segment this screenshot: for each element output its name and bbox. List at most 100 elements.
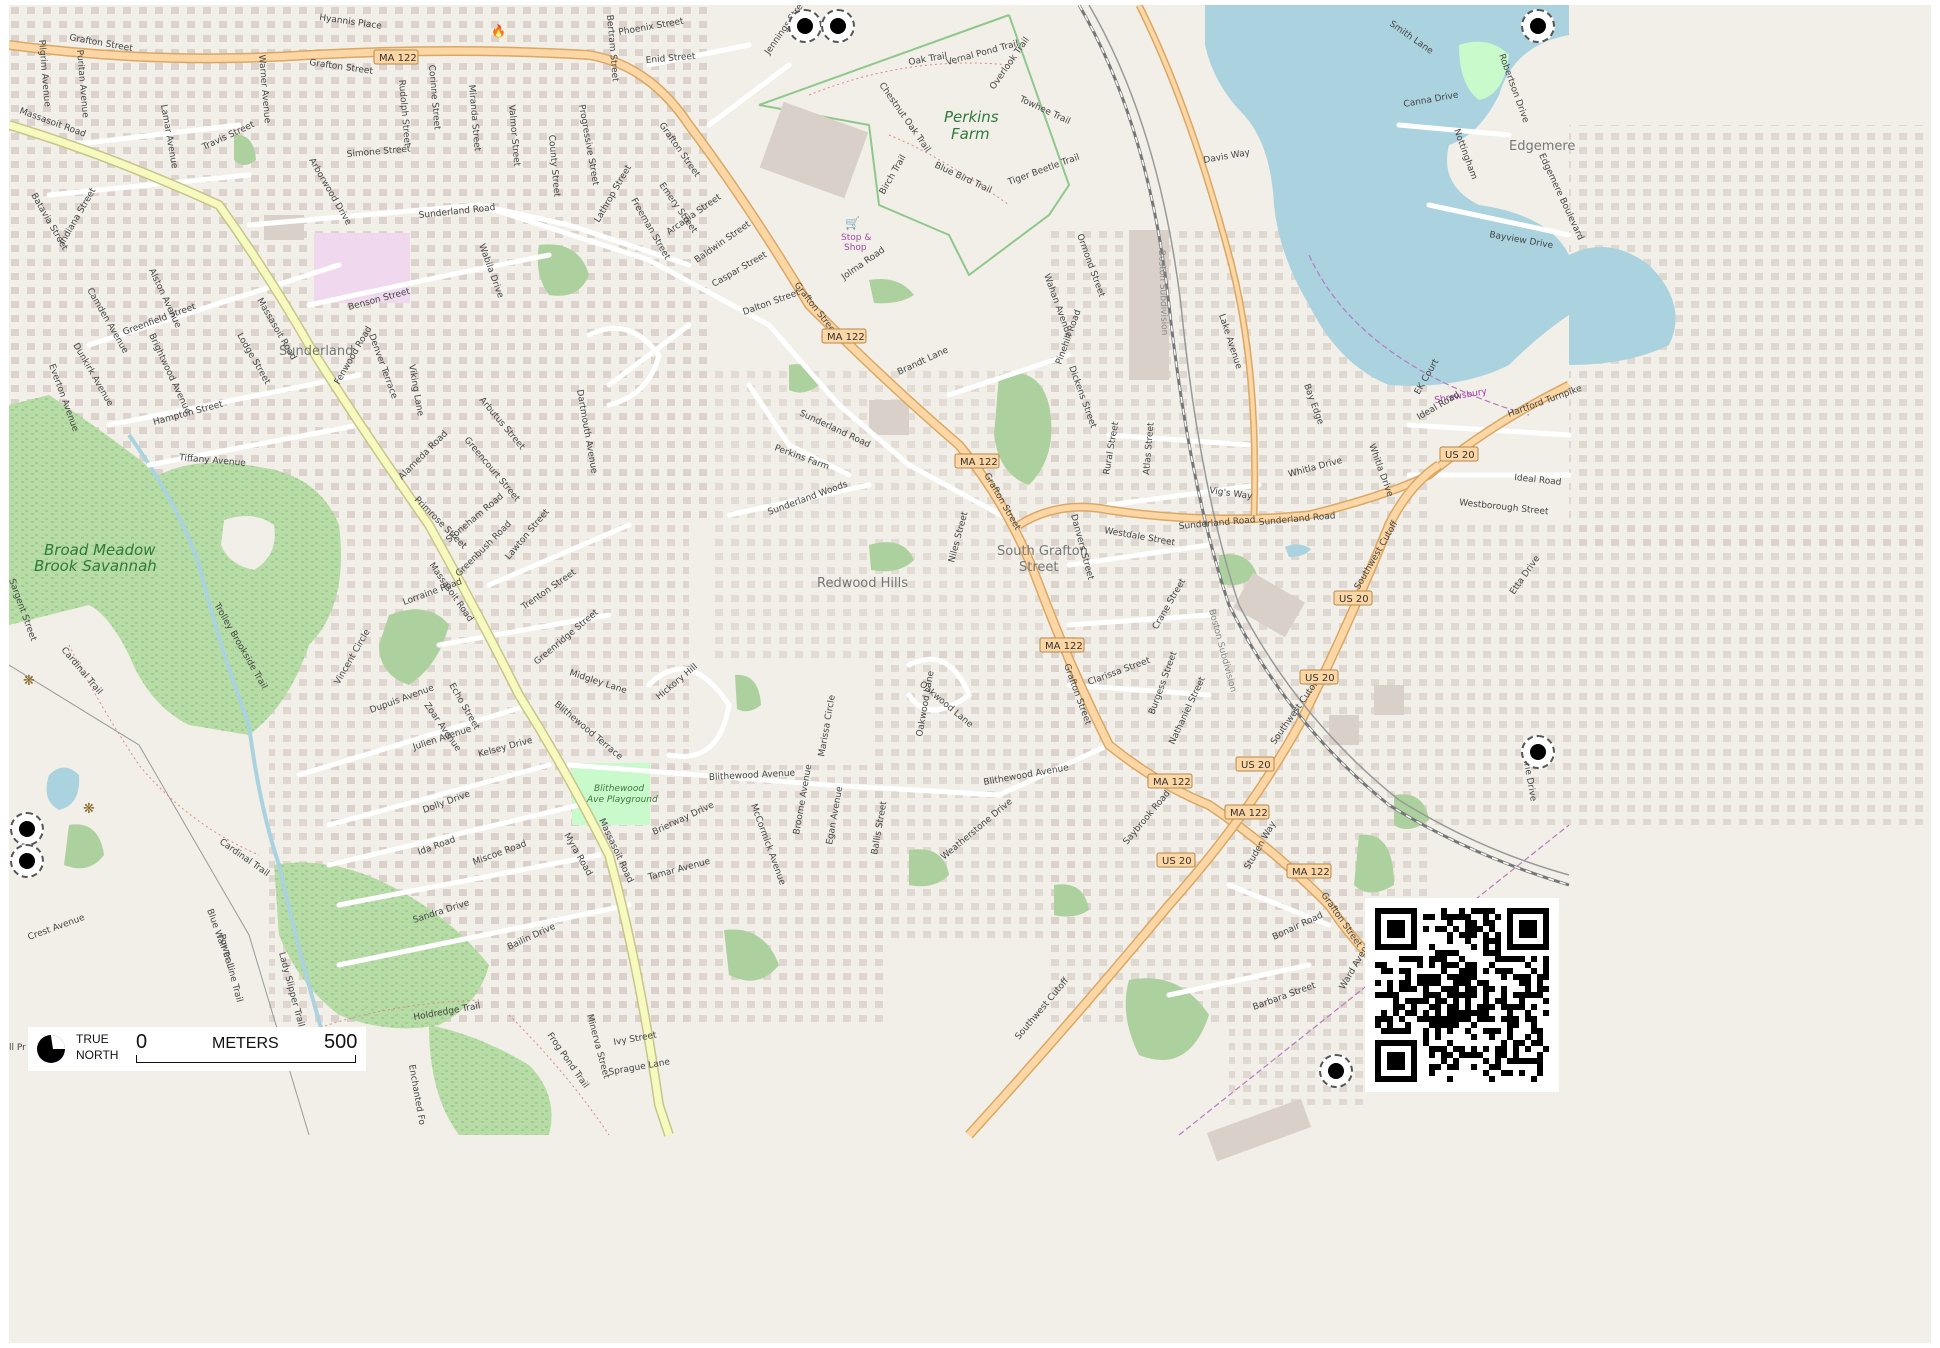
warehouse-6	[1329, 715, 1359, 745]
qr-code	[1365, 898, 1559, 1092]
wood-patch-13	[234, 134, 256, 165]
scale-bar	[136, 1055, 356, 1063]
wood-patch-2	[537, 244, 589, 296]
residential-streets	[46, 42, 1572, 998]
map-marker[interactable]	[1521, 9, 1555, 43]
shield-ma122-4: MA 122	[1039, 637, 1085, 653]
svg-text:MA 122: MA 122	[379, 53, 417, 64]
railway-spur	[1088, 5, 1570, 876]
residential-area-se	[1429, 525, 1929, 825]
map-canvas[interactable]: Perkins Farm Broad Meadow Brook Savannah…	[9, 5, 1931, 1343]
poi-playground: Blithewood	[594, 784, 644, 794]
north-label-line2: NORTH	[76, 1048, 119, 1062]
lake-avenue-fill	[1137, 5, 1257, 516]
place-broad-meadow-2: Brook Savannah	[34, 557, 157, 575]
town-boundary-south	[1178, 824, 1570, 1136]
map-svg[interactable]: Perkins Farm Broad Meadow Brook Savannah…	[9, 5, 1931, 1343]
poi-stop-shop: Stop &	[841, 233, 871, 243]
svg-text:US 20: US 20	[1241, 760, 1271, 771]
warehouse-5	[1374, 685, 1404, 715]
scale-end-label: 500	[324, 1031, 358, 1053]
trail-holdredge	[278, 999, 480, 1046]
svg-text:US 20: US 20	[1339, 594, 1369, 605]
route-shields: MA 122 MA 122 MA 122 MA 122 MA 122 MA 12…	[373, 49, 1479, 879]
place-edgemere: Edgemere	[1509, 139, 1575, 154]
trail-frog-pond	[508, 1014, 610, 1136]
qr-code-graphic	[1375, 908, 1549, 1082]
place-perkins-farm-2: Farm	[951, 125, 990, 143]
town-boundary-east	[1308, 254, 1530, 416]
label-ideal-road: Ideal Road	[1514, 473, 1562, 488]
lake-water-east	[1569, 247, 1676, 365]
edgemere-park	[1459, 41, 1509, 100]
stop-shop-building	[759, 101, 869, 199]
north-arrow-icon	[37, 1035, 65, 1063]
shield-us20-3: US 20	[1299, 669, 1339, 685]
map-marker[interactable]	[1521, 735, 1555, 769]
lake-water	[1205, 5, 1569, 386]
warehouse-7	[1206, 1098, 1312, 1162]
wood-patch-10	[1125, 978, 1209, 1060]
label-enid-street: Enid Street	[645, 52, 696, 66]
broad-meadow-clearing	[221, 516, 275, 570]
rail-label: Boston Subdivision	[1156, 250, 1169, 336]
poi-playground-2: Ave Playground	[586, 795, 658, 805]
fire-station-icon: 🔥	[491, 24, 506, 38]
svg-text:MA 122: MA 122	[1292, 867, 1330, 878]
shield-us20-1: US 20	[1439, 446, 1479, 462]
southern-wetland-2	[429, 1025, 552, 1135]
label-pine-trail: ll Pr	[9, 1043, 26, 1053]
massasoit-road-fill	[9, 121, 673, 1137]
scale-unit-label: METERS	[212, 1035, 279, 1052]
map-marker[interactable]	[821, 9, 855, 43]
place-sunderland: Sunderland	[279, 344, 353, 359]
shield-ma122-1: MA 122	[373, 49, 419, 65]
map-legend: TRUE NORTH 0 METERS 500	[28, 1027, 366, 1071]
pond-small	[46, 767, 80, 810]
map-marker[interactable]	[1319, 1054, 1353, 1088]
trail-perkins-2	[888, 134, 1010, 206]
broad-meadow-brook	[127, 433, 331, 1056]
wood-patch-7	[735, 674, 761, 712]
svg-text:MA 122: MA 122	[960, 457, 998, 468]
warehouse-3	[869, 400, 909, 435]
broad-meadow-wetland	[9, 395, 341, 735]
svg-text:US 20: US 20	[1162, 856, 1192, 867]
label-atlas-street: Atlas Street	[1142, 422, 1157, 476]
svg-text:MA 122: MA 122	[1045, 641, 1083, 652]
shield-ma122-6: MA 122	[1224, 804, 1270, 820]
wood-patch-14	[64, 824, 104, 869]
map-marker[interactable]	[788, 9, 822, 43]
scale-start-label: 0	[136, 1031, 148, 1053]
wood-patch-12	[1219, 554, 1257, 586]
wood-patch-6	[869, 542, 914, 572]
wood-patch-3	[994, 373, 1052, 485]
map-marker[interactable]	[10, 812, 44, 846]
shield-us20-5: US 20	[1156, 852, 1196, 868]
svg-text:MA 122: MA 122	[827, 332, 865, 343]
warehouse-2	[1233, 572, 1305, 638]
svg-text:MA 122: MA 122	[1230, 808, 1268, 819]
shop-icon: 🛒	[845, 216, 860, 230]
perkins-farm-boundary	[758, 14, 1071, 277]
shield-us20-2: US 20	[1333, 590, 1373, 606]
southern-wetland	[274, 862, 489, 1029]
wood-patch-15	[1054, 884, 1089, 917]
viewpoint-icon-2: ❋	[83, 801, 95, 817]
svg-text:US 20: US 20	[1445, 450, 1475, 461]
wood-patch-4	[869, 279, 914, 304]
place-south-grafton: South Grafton	[997, 544, 1088, 559]
wood-patch-1	[379, 609, 449, 685]
trail-cardinal	[68, 644, 260, 856]
north-label-line1: TRUE	[76, 1032, 109, 1046]
railway-ties	[1078, 5, 1570, 886]
place-redwood-hills: Redwood Hills	[817, 576, 908, 591]
place-broad-meadow: Broad Meadow	[44, 541, 156, 559]
viewpoint-icon: ❋	[23, 673, 35, 689]
shield-ma122-5: MA 122	[1147, 773, 1193, 789]
map-marker[interactable]	[10, 844, 44, 878]
poi-stop-shop-2: Shop	[844, 243, 867, 253]
shield-ma122-2: MA 122	[821, 328, 867, 344]
place-south-grafton-2: Street	[1019, 560, 1059, 575]
svg-text:MA 122: MA 122	[1153, 777, 1191, 788]
